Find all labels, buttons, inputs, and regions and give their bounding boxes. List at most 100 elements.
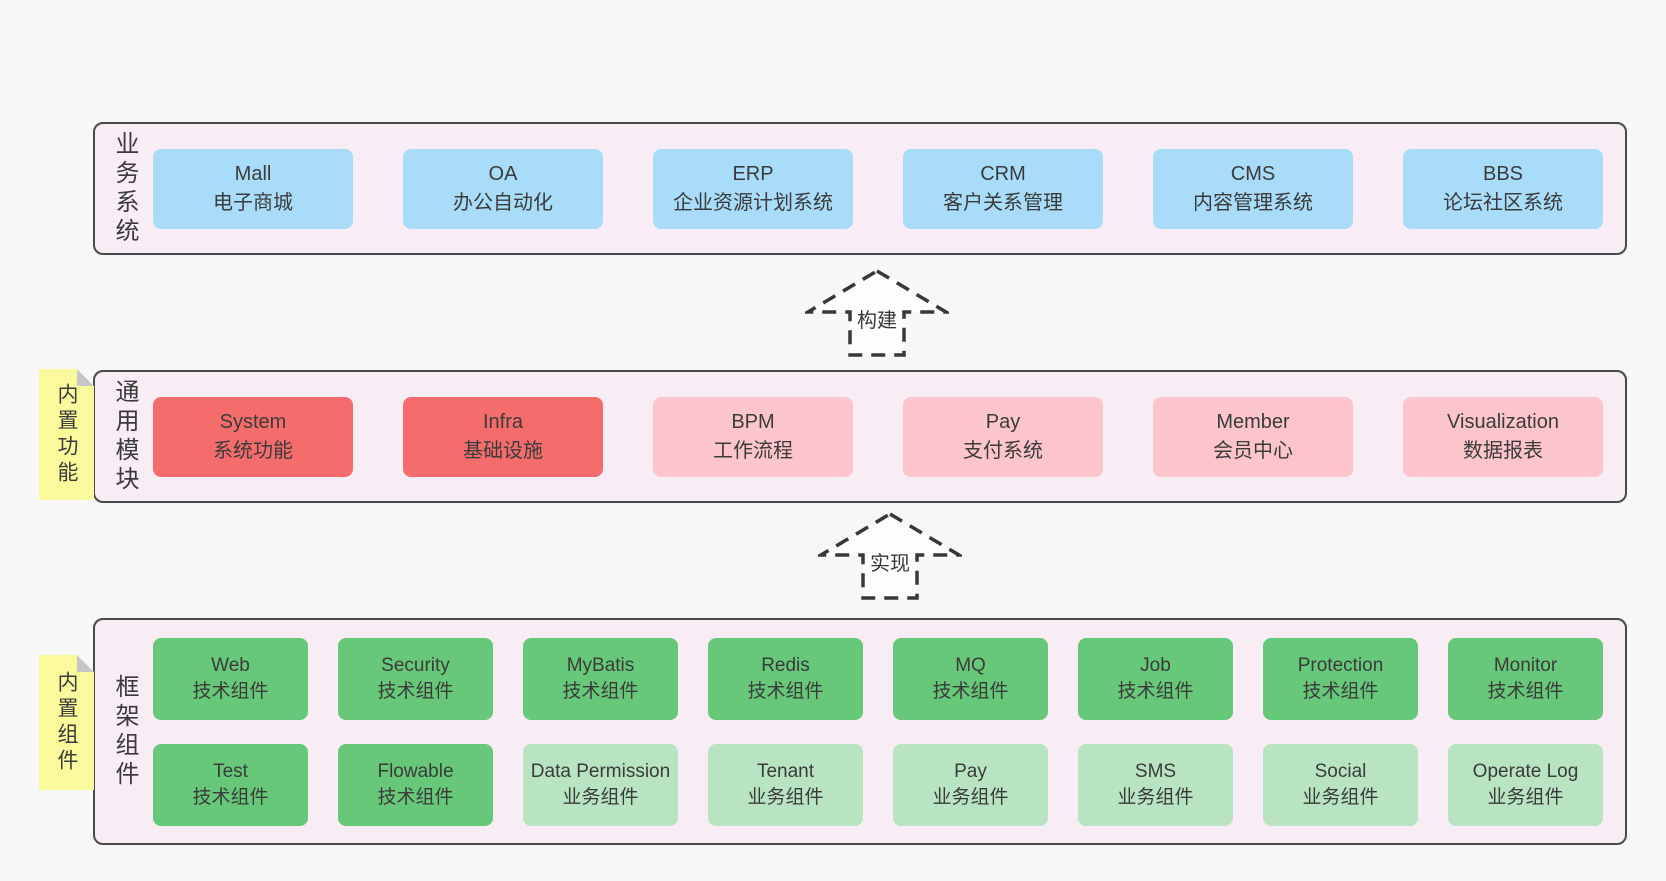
band-label-text: 框架组件 [111,673,138,790]
framework-components-grid: Web 技术组件 Security 技术组件 MyBatis 技术组件 Redi… [153,620,1625,843]
box-bpm: BPM 工作流程 [653,396,853,477]
box-subtitle: 技术组件 [377,680,454,702]
box-subtitle: 业务组件 [747,786,824,808]
box-security: Security 技术组件 [338,637,493,720]
box-title: Pay [954,761,987,783]
up-arrow-icon [818,511,962,600]
box-erp: ERP 企业资源计划系统 [653,148,853,229]
box-social: Social 业务组件 [1263,743,1418,826]
box-subtitle: 技术组件 [932,680,1009,702]
band-label-text: 业务系统 [111,130,138,247]
box-title: Redis [761,655,810,677]
box-title: Security [381,655,450,677]
box-title: Social [1314,761,1367,783]
box-oa: OA 办公自动化 [403,148,603,229]
box-title: Test [213,761,248,783]
box-tenant: Tenant 业务组件 [708,743,863,826]
band-business-systems: 业务系统 Mall 电子商城 OA 办公自动化 ERP 企业资源计划系统 CRM… [93,122,1627,255]
box-subtitle: 支付系统 [963,439,1043,462]
implement-arrow: 实现 [818,511,962,601]
box-subtitle: 客户关系管理 [943,191,1063,214]
implement-arrow-label: 实现 [870,553,910,575]
box-bbs: BBS 论坛社区系统 [1403,148,1603,229]
box-operate-log: Operate Log 业务组件 [1448,743,1603,826]
box-title: BPM [731,410,775,433]
box-member: Member 会员中心 [1153,396,1353,477]
box-title: CRM [980,162,1026,185]
box-redis: Redis 技术组件 [708,637,863,720]
box-subtitle: 技术组件 [1302,680,1379,702]
box-protection: Protection 技术组件 [1263,637,1418,720]
box-crm: CRM 客户关系管理 [903,148,1103,229]
box-subtitle: 业务组件 [1117,786,1194,808]
box-subtitle: 基础设施 [463,439,543,462]
sticky-note-built-in-features: 内置功能 [39,369,94,500]
box-infra: Infra 基础设施 [403,396,603,477]
box-mq: MQ 技术组件 [893,637,1048,720]
box-title: Web [211,655,250,677]
box-title: Job [1140,655,1171,677]
band-label-common-modules: 通用模块 [95,372,153,501]
box-title: Monitor [1493,655,1558,677]
box-title: SMS [1134,761,1177,783]
build-arrow: 构建 [805,268,949,358]
box-title: MQ [955,655,986,677]
box-web: Web 技术组件 [153,637,308,720]
box-flowable: Flowable 技术组件 [338,743,493,826]
box-title: Mall [234,162,272,185]
box-sms: SMS 业务组件 [1078,743,1233,826]
box-title: Visualization [1447,410,1559,433]
box-subtitle: 办公自动化 [453,191,553,214]
band-framework-components: 框架组件 Web 技术组件 Security 技术组件 MyBatis 技术组件… [93,618,1627,845]
box-title: System [219,410,287,433]
box-title: Data Permission [530,761,671,783]
box-pay: Pay 支付系统 [903,396,1103,477]
box-subtitle: 技术组件 [192,680,269,702]
box-data-permission: Data Permission 业务组件 [523,743,678,826]
build-arrow-label: 构建 [857,310,897,332]
box-title: Protection [1297,655,1384,677]
sticky-note-built-in-components: 内置组件 [39,655,94,790]
box-subtitle: 技术组件 [747,680,824,702]
band-label-framework-components: 框架组件 [95,620,153,843]
box-subtitle: 会员中心 [1213,439,1293,462]
band-label-text: 通用模块 [111,378,138,495]
box-subtitle: 技术组件 [1487,680,1564,702]
box-title: Pay [985,410,1021,433]
common-modules-grid: System 系统功能 Infra 基础设施 BPM 工作流程 Pay 支付系统… [153,372,1625,501]
business-systems-grid: Mall 电子商城 OA 办公自动化 ERP 企业资源计划系统 CRM 客户关系… [153,124,1625,253]
box-subtitle: 数据报表 [1463,439,1543,462]
box-title: Infra [482,410,524,433]
box-subtitle: 技术组件 [377,786,454,808]
box-title: ERP [732,162,774,185]
box-visualization: Visualization 数据报表 [1403,396,1603,477]
box-mall: Mall 电子商城 [153,148,353,229]
band-label-business-systems: 业务系统 [95,124,153,253]
box-subtitle: 电子商城 [213,191,293,214]
up-arrow-icon [805,268,949,357]
box-title: CMS [1230,162,1276,185]
box-subtitle: 系统功能 [213,439,293,462]
box-monitor: Monitor 技术组件 [1448,637,1603,720]
box-subtitle: 业务组件 [562,786,639,808]
box-subtitle: 业务组件 [1487,786,1564,808]
box-title: OA [488,162,518,185]
box-subtitle: 技术组件 [192,786,269,808]
box-subtitle: 业务组件 [1302,786,1379,808]
box-subtitle: 技术组件 [562,680,639,702]
band-common-modules: 通用模块 System 系统功能 Infra 基础设施 BPM 工作流程 Pay… [93,370,1627,503]
box-subtitle: 技术组件 [1117,680,1194,702]
box-subtitle: 工作流程 [713,439,793,462]
box-subtitle: 业务组件 [932,786,1009,808]
box-subtitle: 论坛社区系统 [1443,191,1563,214]
box-cms: CMS 内容管理系统 [1153,148,1353,229]
box-title: BBS [1482,162,1524,185]
box-test: Test 技术组件 [153,743,308,826]
box-mybatis: MyBatis 技术组件 [523,637,678,720]
box-title: Flowable [377,761,454,783]
box-title: MyBatis [566,655,635,677]
box-pay-component: Pay 业务组件 [893,743,1048,826]
box-title: Operate Log [1472,761,1579,783]
box-title: Tenant [756,761,815,783]
